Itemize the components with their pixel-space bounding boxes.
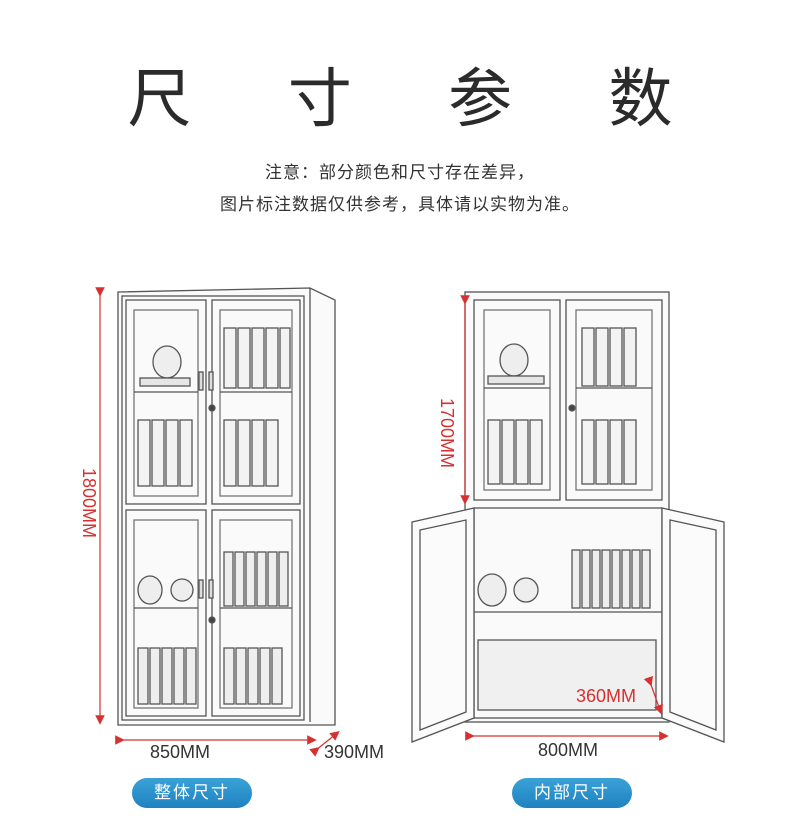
overall-size-badge: 整体尺寸 <box>132 778 252 808</box>
internal-width-label: 800MM <box>538 740 599 760</box>
internal-cabinet <box>411 291 725 743</box>
overall-cabinet <box>117 287 336 726</box>
note-line-2: 图片标注数据仅供参考，具体请以实物为准。 <box>220 195 580 215</box>
internal-size-badge: 内部尺寸 <box>512 778 632 808</box>
internal-dimension-lines <box>460 295 669 741</box>
overall-dimension-lines <box>95 287 340 757</box>
overall-width-label: 850MM <box>150 742 211 762</box>
overall-depth-label: 390MM <box>324 742 385 762</box>
note-line-1: 注意：部分颜色和尺寸存在差异， <box>265 163 535 183</box>
page-title: 尺 寸 参 数 <box>127 63 711 137</box>
internal-height-label: 1700MM <box>437 398 457 469</box>
overall-height-label: 1800MM <box>79 468 99 539</box>
internal-depth-label: 360MM <box>576 686 637 706</box>
